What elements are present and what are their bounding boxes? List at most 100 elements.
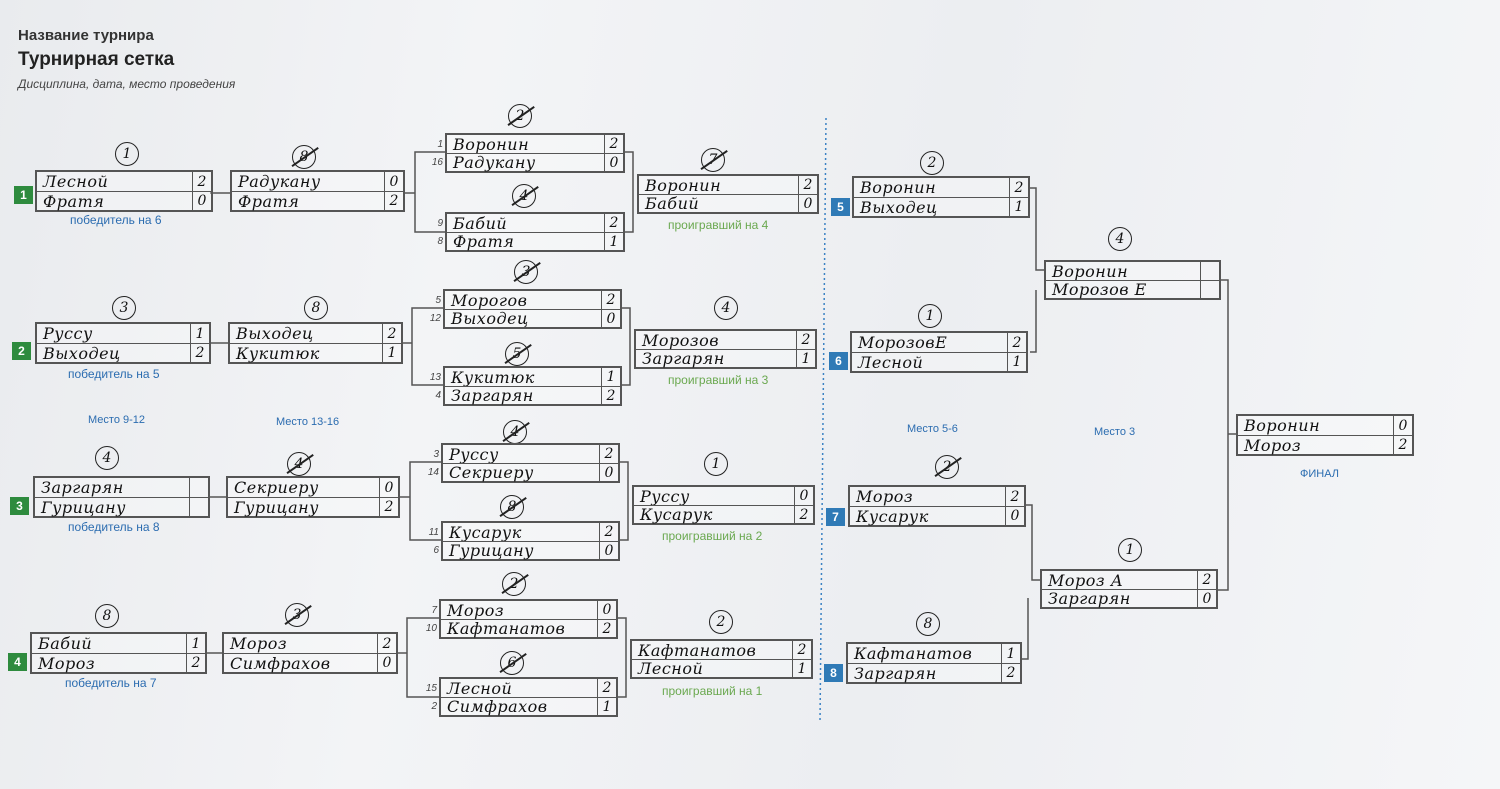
seed-number: 4: [435, 390, 441, 401]
player-score: 0: [794, 487, 813, 505]
player-name: Гурицану: [41, 497, 126, 517]
match-mark-circle: 1: [918, 304, 942, 328]
player-score: 0: [599, 542, 618, 559]
winner-note: победитель на 5: [68, 367, 160, 381]
player-name: Фратя: [238, 191, 300, 211]
match-mark-circle: 4: [503, 420, 527, 444]
player-score: 0: [798, 195, 817, 212]
player-name: Воронин: [1052, 261, 1129, 281]
page-title: Турнирная сетка: [18, 49, 175, 70]
player-name: Руссу: [449, 444, 499, 464]
match-mark-circle: 2: [508, 104, 532, 128]
player-score: 0: [1197, 590, 1216, 607]
match-mark-circle: 6: [500, 651, 524, 675]
player-name: Фратя: [43, 191, 105, 211]
player-name: Мороз: [447, 600, 505, 620]
player-name: Кафтанатов: [638, 640, 757, 660]
player-name: Заргарян: [41, 478, 124, 497]
player-name: Морозов: [642, 330, 720, 350]
seed-number: 8: [437, 236, 443, 247]
player-score: 0: [1393, 416, 1412, 435]
player-name: Лесной: [447, 678, 513, 698]
player-name: Гурицану: [234, 497, 319, 517]
match-mark-circle: 1: [1118, 538, 1142, 562]
match-mark-circle: 7: [701, 148, 725, 172]
seed-number: 9: [437, 217, 443, 229]
player-name: Руссу: [640, 486, 690, 506]
match-mark-circle: 4: [287, 452, 311, 476]
player-score: 0: [599, 464, 618, 481]
player-name: МорозовЕ: [858, 333, 948, 352]
player-name: Выходец: [860, 197, 938, 217]
player-name: Заргарян: [451, 386, 534, 405]
player-name: Кафтанатов: [854, 644, 973, 663]
player-name: Бабий: [453, 213, 508, 233]
player-score: 2: [382, 324, 401, 343]
player-score: 2: [379, 498, 398, 516]
winner-note: победитель на 6: [70, 213, 162, 227]
player-score: 1: [597, 698, 616, 715]
player-name: Гурицану: [449, 541, 534, 560]
player-score: 1: [601, 368, 620, 386]
loser-note: проигравший на 4: [668, 218, 769, 232]
match-mark-circle: 8: [500, 495, 524, 519]
player-name: Лесной: [43, 172, 109, 191]
seed-number: 16: [431, 157, 443, 168]
match-box-final: Воронин 0 Мороз 2: [1236, 414, 1414, 456]
player-score: 2: [796, 331, 815, 349]
player-name: Заргарян: [642, 349, 725, 368]
player-name: Радукану: [238, 172, 321, 191]
player-name: Кусарук: [856, 506, 929, 526]
match-mark-circle: 8: [304, 296, 328, 320]
match-mark-circle: 2: [935, 455, 959, 479]
match-badge-3: 3: [10, 497, 29, 515]
match-box-left-3: Заргарян Гурицану: [33, 476, 210, 518]
player-score: 0: [601, 310, 620, 327]
page-subtitle: Дисциплина, дата, место проведения: [18, 77, 236, 91]
player-score: 2: [601, 387, 620, 404]
player-name: Выходец: [451, 309, 529, 328]
match-badge-8: 8: [824, 664, 843, 682]
player-name: Мороз А: [1048, 570, 1124, 590]
player-score: 0: [604, 154, 623, 171]
match-badge-7: 7: [826, 508, 845, 526]
player-name: Воронин: [645, 175, 722, 195]
player-score: 2: [192, 172, 211, 191]
match-mark-circle: 2: [920, 151, 944, 175]
seed-number: 15: [425, 682, 437, 694]
match-mark-circle: 3: [112, 296, 136, 320]
player-name: Секриеру: [234, 478, 319, 497]
player-name: Фратя: [453, 232, 515, 251]
player-score: 2: [1009, 178, 1028, 197]
player-score: 2: [604, 135, 623, 153]
player-name: Воронин: [1244, 416, 1321, 435]
player-score: 1: [1007, 353, 1026, 371]
player-score: [189, 498, 208, 516]
player-score: 0: [379, 478, 398, 497]
player-name: Мороз: [1244, 435, 1302, 455]
player-score: 2: [1393, 436, 1412, 454]
seed-number: 12: [429, 313, 441, 324]
player-score: 0: [192, 192, 211, 210]
player-score: 1: [796, 350, 815, 367]
player-score: 2: [601, 291, 620, 309]
player-score: 1: [792, 660, 811, 677]
player-name: Мороз: [38, 653, 96, 673]
player-score: 0: [1005, 507, 1024, 525]
player-score: 2: [1197, 571, 1216, 589]
seed-number: 13: [429, 371, 441, 383]
player-name: Лесной: [858, 352, 924, 372]
